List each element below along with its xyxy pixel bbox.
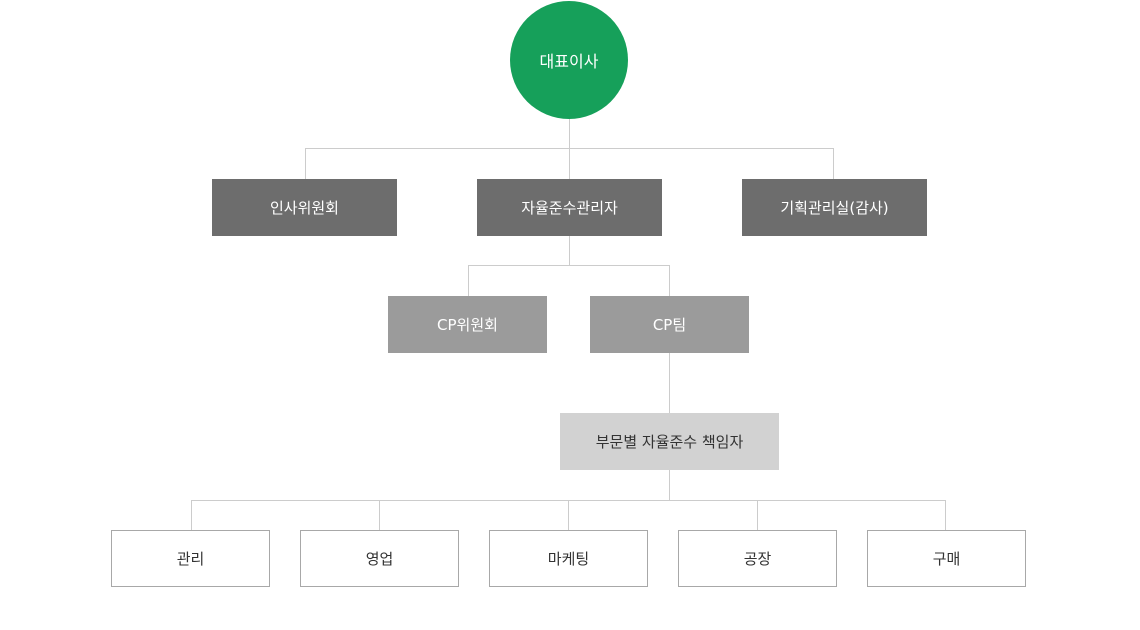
connector-line bbox=[669, 470, 670, 500]
compliance-officer-label: 자율준수관리자 bbox=[521, 199, 618, 217]
dept-sales-label: 영업 bbox=[365, 550, 394, 568]
division-compliance-officer-label: 부문별 자율준수 책임자 bbox=[595, 433, 744, 451]
hr-committee-label: 인사위원회 bbox=[269, 199, 339, 217]
connector-line bbox=[569, 148, 570, 179]
compliance-officer-node: 자율준수관리자 bbox=[477, 179, 662, 236]
connector-line bbox=[669, 353, 670, 413]
connector-line bbox=[669, 265, 670, 296]
connector-line bbox=[945, 500, 946, 530]
dept-marketing-node: 마케팅 bbox=[489, 530, 648, 587]
connector-line bbox=[833, 148, 834, 179]
cp-committee-node: CP위원회 bbox=[388, 296, 547, 353]
ceo-label: 대표이사 bbox=[539, 52, 599, 71]
planning-office-label: 기획관리실(감사) bbox=[780, 199, 889, 217]
dept-purchasing-node: 구매 bbox=[867, 530, 1026, 587]
connector-line bbox=[379, 500, 380, 530]
dept-management-label: 관리 bbox=[176, 550, 205, 568]
dept-sales-node: 영업 bbox=[300, 530, 459, 587]
connector-line bbox=[568, 500, 569, 530]
connector-line bbox=[757, 500, 758, 530]
connector-line bbox=[569, 236, 570, 266]
dept-marketing-label: 마케팅 bbox=[547, 550, 590, 568]
dept-factory-node: 공장 bbox=[678, 530, 837, 587]
connector-line bbox=[468, 265, 670, 266]
dept-factory-label: 공장 bbox=[743, 550, 772, 568]
connector-line bbox=[569, 119, 570, 149]
dept-management-node: 관리 bbox=[111, 530, 270, 587]
cp-committee-label: CP위원회 bbox=[437, 316, 498, 334]
cp-team-node: CP팀 bbox=[590, 296, 749, 353]
planning-office-node: 기획관리실(감사) bbox=[742, 179, 927, 236]
ceo-node: 대표이사 bbox=[510, 1, 628, 119]
connector-line bbox=[191, 500, 192, 530]
division-compliance-officer-node: 부문별 자율준수 책임자 bbox=[560, 413, 779, 470]
connector-line bbox=[305, 148, 306, 179]
cp-team-label: CP팀 bbox=[652, 316, 687, 334]
connector-line bbox=[468, 265, 469, 296]
hr-committee-node: 인사위원회 bbox=[212, 179, 397, 236]
dept-purchasing-label: 구매 bbox=[932, 550, 961, 568]
